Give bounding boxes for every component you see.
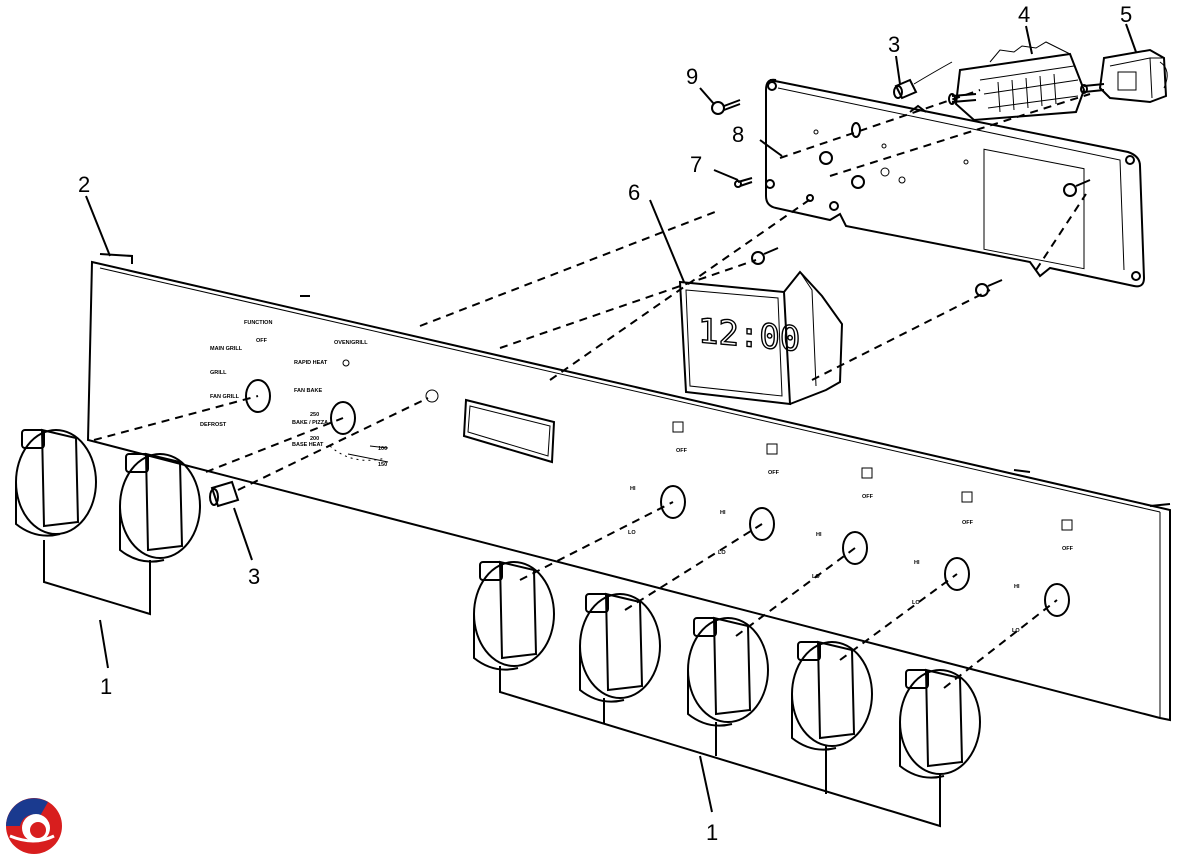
knob-burner-3 <box>687 616 769 727</box>
screw-7 <box>734 177 753 188</box>
svg-text:OFF: OFF <box>862 494 874 500</box>
label-defrost: DEFROST <box>200 422 227 428</box>
knob-burner-4 <box>791 640 873 751</box>
label-rapid-heat: RAPID HEAT <box>294 360 328 366</box>
svg-text:LO: LO <box>628 530 636 536</box>
burner-recess-4: OFF HI LO <box>912 491 974 606</box>
knob-oven <box>119 452 201 563</box>
mounting-bracket <box>765 78 1146 288</box>
label-fan-bake: FAN BAKE <box>294 388 322 394</box>
label-temp-250: 250 <box>310 412 319 418</box>
knob-burner-5 <box>899 668 981 779</box>
burner-recess-2: OFF HI LO <box>718 443 780 556</box>
label-temp-200: 200 <box>310 436 319 442</box>
callout-4: 4 <box>1018 2 1030 27</box>
control-panel: FUNCTION OFF OVEN/GRILL MAIN GRILL RAPID… <box>86 253 1171 722</box>
svg-text:HI: HI <box>720 510 726 516</box>
label-bake-pizza: BAKE / PIZZA <box>292 420 328 426</box>
svg-text:LO: LO <box>718 550 726 556</box>
screw-bracket-right <box>1063 179 1091 197</box>
callout-3-top: 3 <box>888 32 900 57</box>
svg-text:HI: HI <box>816 532 822 538</box>
neon-lamp-bottom <box>209 480 240 508</box>
callout-8: 8 <box>732 122 744 147</box>
clock-display: 12:00 <box>698 311 800 360</box>
screw-clock-left <box>751 247 779 265</box>
svg-text:HI: HI <box>1014 584 1020 590</box>
burner-recess-1: OFF HI LO <box>628 421 688 536</box>
callout-9: 9 <box>686 64 698 89</box>
svg-text:OFF: OFF <box>962 520 974 526</box>
callouts: 1 1 2 3 3 4 5 6 7 8 9 <box>78 2 1132 845</box>
svg-text:OFF: OFF <box>676 448 688 454</box>
svg-text:LO: LO <box>912 600 920 606</box>
label-temp-150: 150 <box>378 462 387 468</box>
label-main-grill: MAIN GRILL <box>210 346 243 352</box>
screw-9 <box>711 99 741 115</box>
callout-2: 2 <box>78 172 90 197</box>
selector-switch <box>948 41 1086 122</box>
label-function: FUNCTION <box>244 320 272 326</box>
screw-clock-right <box>975 279 1003 297</box>
knob-function <box>15 428 97 537</box>
burner-recess-5: OFF HI LO <box>1012 519 1074 634</box>
svg-text:OFF: OFF <box>768 470 780 476</box>
clock-timer: 12:00 <box>678 270 844 406</box>
knob-burner-1 <box>473 560 555 671</box>
leader-lines <box>43 23 1137 828</box>
svg-text:OFF: OFF <box>1062 546 1074 552</box>
callout-7: 7 <box>690 152 702 177</box>
thermostat <box>1080 48 1168 104</box>
brand-logo <box>6 798 62 854</box>
label-off: OFF <box>256 338 268 344</box>
svg-text:HI: HI <box>630 486 636 492</box>
callout-5: 5 <box>1120 2 1132 27</box>
callout-1-right: 1 <box>706 820 718 845</box>
svg-text:HI: HI <box>914 560 920 566</box>
knob-burner-2 <box>579 592 661 703</box>
screws <box>711 99 1091 297</box>
label-oven-grill: OVEN/GRILL <box>334 340 368 346</box>
assembly-lines <box>93 89 1091 689</box>
knobs <box>15 428 981 779</box>
callout-6: 6 <box>628 180 640 205</box>
label-temp-100: 100 <box>378 446 387 452</box>
neon-lamp-top <box>893 61 953 100</box>
label-grill: GRILL <box>210 370 227 376</box>
callout-3-bottom: 3 <box>248 564 260 589</box>
label-base-heat: BASE HEAT <box>292 442 324 448</box>
label-fan-grill: FAN GRILL <box>210 394 240 400</box>
burner-recess-3: OFF HI LO <box>812 467 874 580</box>
callout-1-left: 1 <box>100 674 112 699</box>
